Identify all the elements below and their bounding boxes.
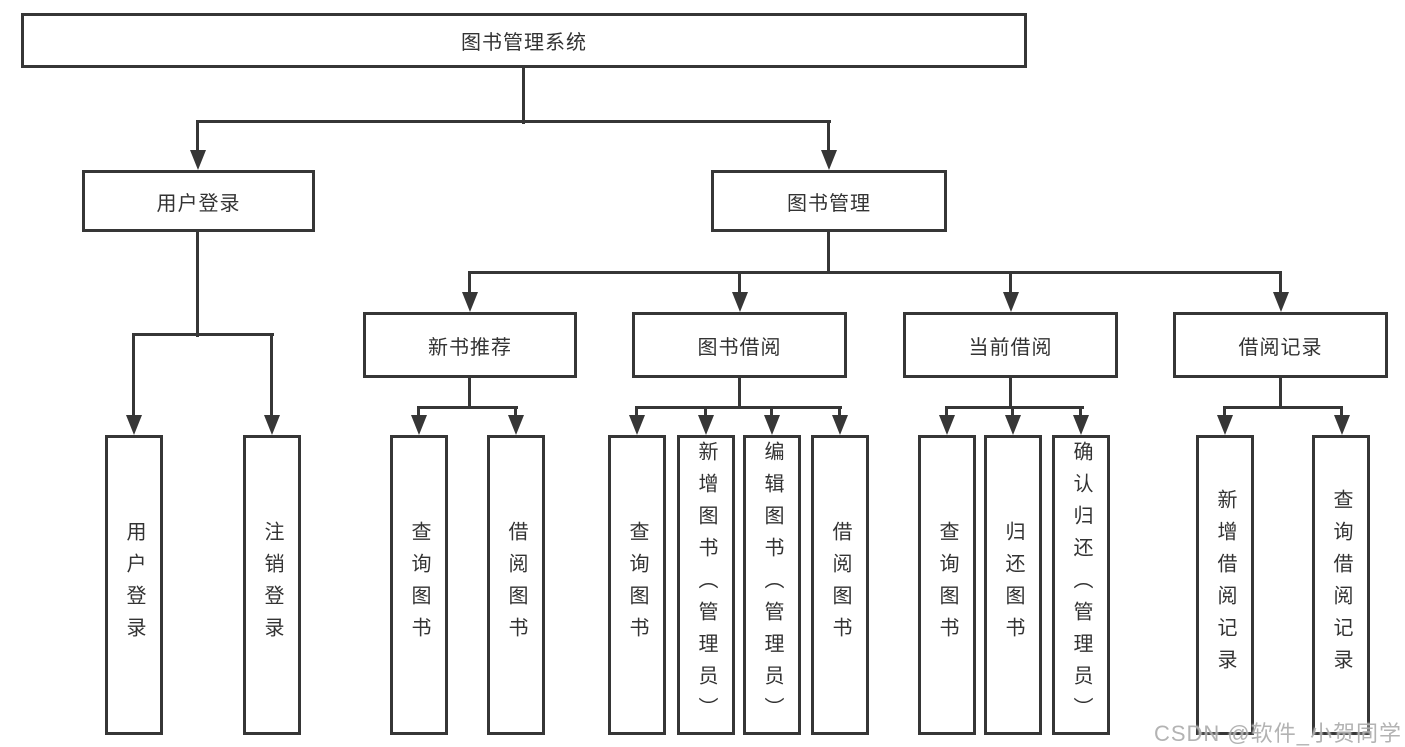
arrowhead-current-borrowing	[1003, 292, 1019, 312]
connector-user-login-branch	[132, 333, 274, 336]
arrowhead-add-books-admin	[698, 415, 714, 435]
leaf-confirm-return-admin: 确认归还（管理员）	[1052, 435, 1110, 735]
leaf-add-borrow-record-label: 新增借阅记录	[1214, 489, 1236, 681]
arrowhead-leaf-user-login	[126, 415, 142, 435]
leaf-query-books-current-label: 查询图书	[936, 521, 958, 649]
leaf-borrow-books-label: 借阅图书	[829, 521, 851, 649]
connector-drop-borrow-books	[838, 406, 841, 420]
arrowhead-query-books-current	[939, 415, 955, 435]
arrowhead-new-book-recommend	[462, 292, 478, 312]
connector-drop-current-borrowing	[1009, 271, 1012, 295]
connector-current-borrowing-stub	[1009, 378, 1012, 408]
arrowhead-borrow-books-recommend	[508, 415, 524, 435]
leaf-query-borrow-record: 查询借阅记录	[1312, 435, 1370, 735]
connector-borrowing-records-branch	[1223, 406, 1343, 409]
node-book-management-label: 图书管理	[787, 192, 871, 215]
connector-drop-borrowing-records	[1279, 271, 1282, 295]
leaf-borrow-books: 借阅图书	[811, 435, 869, 735]
connector-new-book-stub	[468, 378, 471, 408]
leaf-edit-books-admin: 编辑图书（管理员）	[743, 435, 801, 735]
arrowhead-borrowing-records	[1273, 292, 1289, 312]
connector-drop-add-borrow-record	[1223, 406, 1226, 420]
connector-drop-query-books-borrowing	[635, 406, 638, 420]
leaf-return-books-label: 归还图书	[1002, 521, 1024, 649]
node-borrowing-records-label: 借阅记录	[1238, 336, 1323, 359]
leaf-edit-books-admin-label: 编辑图书（管理员）	[761, 441, 783, 729]
connector-drop-return-books	[1011, 406, 1014, 420]
arrowhead-user-login	[190, 150, 206, 170]
node-book-borrowing: 图书借阅	[632, 312, 847, 378]
leaf-user-login-label: 用户登录	[123, 521, 145, 649]
arrowhead-query-books-borrowing	[629, 415, 645, 435]
leaf-logout: 注销登录	[243, 435, 301, 735]
leaf-user-login: 用户登录	[105, 435, 163, 735]
node-current-borrowing: 当前借阅	[903, 312, 1118, 378]
leaf-query-books-current: 查询图书	[918, 435, 976, 735]
connector-drop-query-books-recommend	[417, 406, 420, 420]
arrowhead-confirm-return	[1073, 415, 1089, 435]
connector-drop-edit-books-admin	[770, 406, 773, 420]
connector-new-book-branch	[417, 406, 518, 409]
arrowhead-query-borrow-record	[1334, 415, 1350, 435]
connector-drop-new-book-recommend	[468, 271, 471, 295]
node-new-book-recommend-label: 新书推荐	[428, 336, 512, 359]
connector-borrowing-records-stub	[1279, 378, 1282, 408]
csdn-watermark: CSDN @软件_小贺同学	[1153, 721, 1402, 746]
connector-drop-book-borrowing	[738, 271, 741, 295]
leaf-return-books: 归还图书	[984, 435, 1042, 735]
node-current-borrowing-label: 当前借阅	[968, 336, 1053, 359]
leaf-query-borrow-record-label: 查询借阅记录	[1330, 489, 1352, 681]
arrowhead-return-books	[1005, 415, 1021, 435]
connector-drop-leaf-user-login	[132, 333, 135, 421]
connector-drop-leaf-logout	[270, 333, 273, 421]
leaf-add-books-admin: 新增图书（管理员）	[677, 435, 735, 735]
connector-book-borrowing-stub	[738, 378, 741, 408]
node-library-system: 图书管理系统	[21, 13, 1027, 68]
leaf-query-books-recommend: 查询图书	[390, 435, 448, 735]
leaf-logout-label: 注销登录	[261, 521, 283, 649]
node-new-book-recommend: 新书推荐	[363, 312, 577, 378]
connector-user-login-stub	[196, 232, 199, 337]
connector-current-borrowing-branch	[945, 406, 1084, 409]
connector-root-branch	[196, 120, 831, 123]
node-library-system-label: 图书管理系统	[461, 32, 587, 54]
node-user-login: 用户登录	[82, 170, 315, 232]
leaf-borrow-books-recommend-label: 借阅图书	[505, 521, 527, 649]
connector-drop-query-books-current	[945, 406, 948, 420]
leaf-borrow-books-recommend: 借阅图书	[487, 435, 545, 735]
arrowhead-add-borrow-record	[1217, 415, 1233, 435]
connector-book-borrowing-branch	[635, 406, 842, 409]
arrowhead-query-books-recommend	[411, 415, 427, 435]
connector-drop-query-borrow-record	[1340, 406, 1343, 420]
arrowhead-book-management	[821, 150, 837, 170]
connector-book-management-stub	[827, 232, 830, 273]
leaf-query-books-borrowing-label: 查询图书	[626, 521, 648, 649]
leaf-query-books-recommend-label: 查询图书	[408, 521, 430, 649]
connector-book-management-branch	[468, 271, 1282, 274]
connector-drop-book-management	[827, 120, 830, 154]
node-book-management: 图书管理	[711, 170, 947, 232]
node-user-login-label: 用户登录	[156, 192, 241, 215]
arrowhead-leaf-logout	[264, 415, 280, 435]
arrowhead-edit-books-admin	[764, 415, 780, 435]
arrowhead-borrow-books	[832, 415, 848, 435]
leaf-confirm-return-admin-label: 确认归还（管理员）	[1070, 441, 1092, 729]
connector-root-stub	[522, 68, 525, 124]
connector-drop-borrow-books-recommend	[514, 406, 517, 420]
connector-drop-add-books-admin	[704, 406, 707, 420]
leaf-query-books-borrowing: 查询图书	[608, 435, 666, 735]
connector-drop-confirm-return	[1079, 406, 1082, 420]
leaf-add-books-admin-label: 新增图书（管理员）	[695, 441, 717, 729]
node-borrowing-records: 借阅记录	[1173, 312, 1388, 378]
arrowhead-book-borrowing	[732, 292, 748, 312]
leaf-add-borrow-record: 新增借阅记录	[1196, 435, 1254, 735]
connector-drop-user-login	[196, 120, 199, 154]
node-book-borrowing-label: 图书借阅	[697, 336, 782, 359]
